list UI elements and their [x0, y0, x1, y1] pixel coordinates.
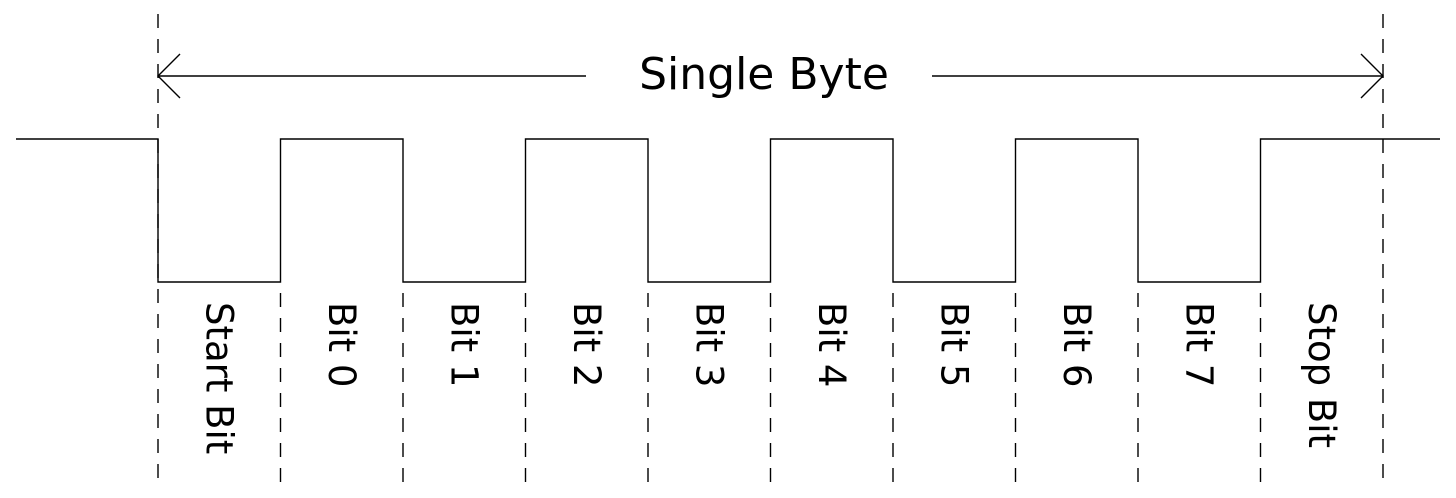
slot-labels: Start Bit Bit 0 Bit 1 Bit 2 Bit 3 Bit 4 Bit 5 B… [197, 302, 1343, 454]
diagram-title: Single Byte [639, 49, 889, 100]
slot-label: Bit 7 [1177, 302, 1220, 387]
slot-label: Start Bit [197, 302, 240, 454]
slot-label: Bit 5 [932, 302, 975, 387]
slot-label: Bit 4 [810, 302, 853, 387]
signal-line [16, 138, 1440, 283]
slot-label: Bit 3 [687, 302, 730, 387]
slot-label: Bit 6 [1055, 302, 1098, 387]
slot-label: Bit 2 [565, 302, 608, 387]
slot-label: Stop Bit [1300, 302, 1343, 448]
byte-span-arrow [157, 53, 1384, 99]
signal-waveform [16, 138, 1440, 283]
slot-label: Bit 1 [442, 302, 485, 387]
slot-label: Bit 0 [320, 302, 363, 387]
